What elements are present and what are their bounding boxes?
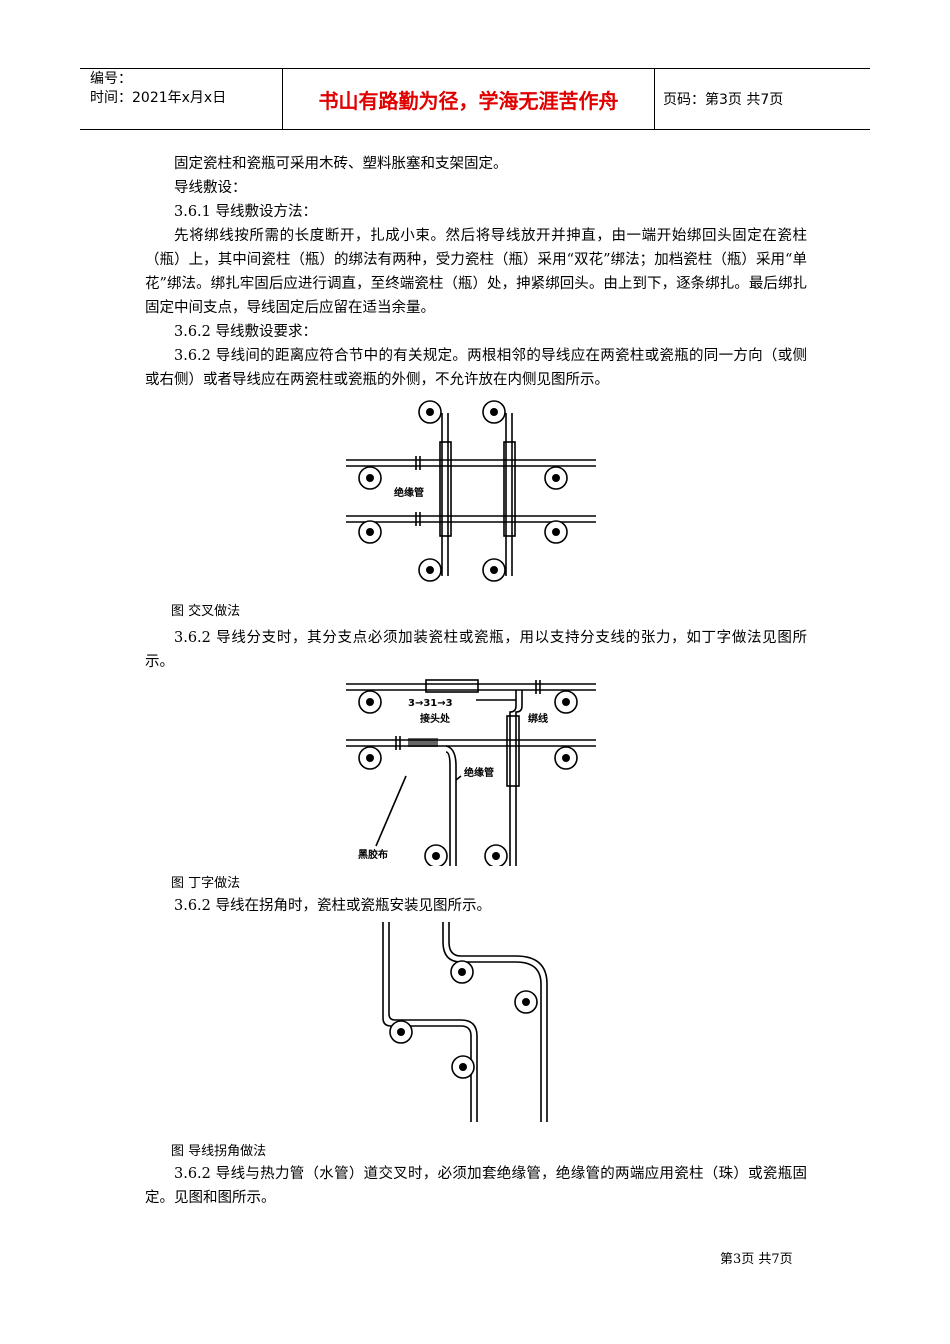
label-dimension: 3→31→3 bbox=[408, 698, 453, 709]
paragraph: 3.6.1 导线敷设方法： bbox=[174, 204, 318, 220]
paragraph: 先将绑线按所需的长度断开，扎成小束。然后将导线放开并抻直，由一端开始绑回头固定在… bbox=[145, 228, 807, 316]
header-motto: 书山有路勤为径，学海无涯苦作舟 bbox=[282, 69, 655, 129]
paragraph: 固定瓷柱和瓷瓶可采用木砖、塑料胀塞和支架固定。 bbox=[174, 156, 508, 172]
paragraph: 3.6.2 导线间的距离应符合节中的有关规定。两根相邻的导线应在两瓷柱或瓷瓶的同… bbox=[145, 348, 807, 388]
figure-t-branch: 3→31→3 接头处 绑线 绝缘管 黑胶布 bbox=[346, 679, 596, 866]
label-tube: 绝缘管 bbox=[394, 486, 424, 499]
paragraph: 3.6.2 导线分支时，其分支点必须加装瓷柱或瓷瓶，用以支持分支线的张力，如丁字… bbox=[145, 630, 807, 670]
header-number: 编号： bbox=[90, 71, 132, 87]
figure-caption: 图 丁字做法 bbox=[171, 876, 241, 891]
paragraph: 3.6.2 导线敷设要求： bbox=[174, 324, 318, 340]
paragraph: 3.6.2 导线在拐角时，瓷柱或瓷瓶安装见图所示。 bbox=[174, 898, 492, 914]
document-body: 固定瓷柱和瓷瓶可采用木砖、塑料胀塞和支架固定。 导线敷设： 3.6.1 导线敷设… bbox=[145, 152, 807, 1210]
figure-crossing: 绝缘管 bbox=[346, 400, 596, 582]
figure-caption: 图 导线拐角做法 bbox=[171, 1144, 267, 1159]
figure-caption: 图 交叉做法 bbox=[171, 604, 241, 619]
label-joint: 接头处 bbox=[420, 712, 451, 725]
page-header: 编号： 时间：2021年x月x日 书山有路勤为径，学海无涯苦作舟 页码：第3页 … bbox=[80, 68, 870, 130]
header-time: 时间：2021年x月x日 bbox=[90, 90, 227, 106]
figure-corner bbox=[382, 922, 548, 1122]
header-page: 页码：第3页 共7页 bbox=[663, 92, 784, 108]
label-tape: 黑胶布 bbox=[358, 848, 388, 861]
paragraph: 导线敷设： bbox=[174, 180, 247, 196]
label-bind: 绑线 bbox=[528, 712, 548, 725]
page-footer: 第3页 共7页 bbox=[720, 1252, 793, 1267]
header-meta: 编号： 时间：2021年x月x日 bbox=[80, 69, 282, 129]
paragraph: 3.6.2 导线与热力管（水管）道交叉时，必须加套绝缘管，绝缘管的两端应用瓷柱（… bbox=[145, 1166, 807, 1206]
label-tube: 绝缘管 bbox=[464, 766, 494, 779]
